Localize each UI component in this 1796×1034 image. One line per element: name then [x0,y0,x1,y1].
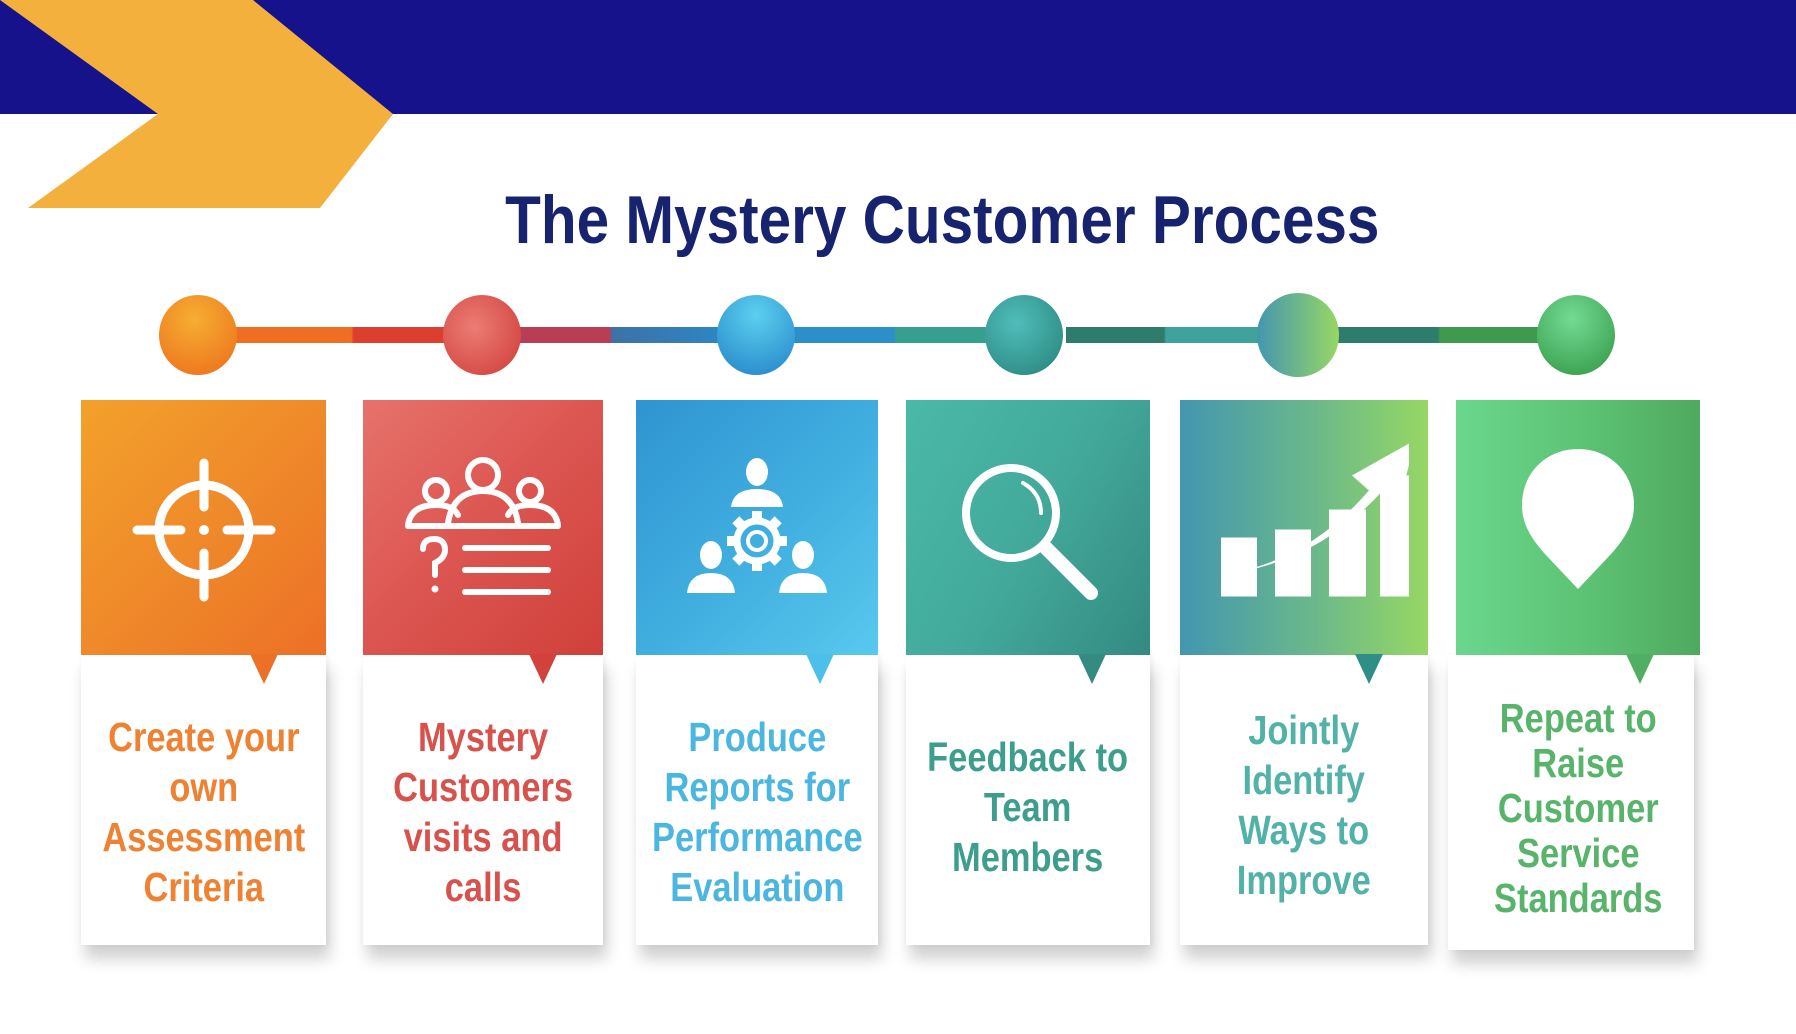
timeline-segment [1338,327,1538,343]
location-pin-icon [1522,449,1634,589]
timeline-dot-5 [1257,293,1339,377]
timeline-dot-1 [159,295,237,375]
magnifying-glass-icon [962,464,1098,600]
step-label: Repeat to Raise Customer Service Standar… [1493,695,1663,921]
step-card-5: Jointly Identify Ways to Improve [1180,400,1428,945]
timeline-segment [520,327,720,343]
step-card-panel [906,655,1150,945]
step-card-4: Feedback to Team Members [906,400,1150,945]
page-title-text: The Mystery Customer Process [504,182,1380,258]
page-title: The Mystery Customer Process [0,180,1796,260]
step-label: Produce Reports for Performance Evaluati… [651,714,863,910]
step-card-panel [1180,655,1428,945]
timeline-dot-6 [1537,295,1615,375]
timeline-segment [1066,327,1262,343]
team-gear-icon [687,458,827,593]
step-card-1: Create your own Assessment Criteria [81,400,326,945]
crosshair-target-icon [132,458,275,602]
step-card-panel [636,655,878,945]
step-icon-box [636,400,878,655]
timeline-segment [236,327,446,343]
step-label: Mystery Customers visits and calls [393,714,573,910]
timeline-dot-3 [717,295,795,375]
step-card-panel [363,655,603,945]
step-label: Create your own Assessment Criteria [102,714,305,910]
growth-chart-icon [1216,443,1409,597]
step-label: Jointly Identify Ways to Improve [1237,707,1371,903]
step-card-2: Mystery Customers visits and calls [363,400,603,945]
timeline-dot-2 [443,295,521,375]
group-questionnaire-icon [405,457,561,595]
step-card-panel [1448,655,1694,950]
step-card-panel [81,655,326,945]
timeline-segment [794,327,994,343]
step-card-3: Produce Reports for Performance Evaluati… [636,400,878,945]
process-timeline [159,293,1615,377]
step-card-6: Repeat to Raise Customer Service Standar… [1448,400,1700,950]
step-icon-box [906,400,1150,655]
step-label: Feedback to Team Members [927,734,1129,880]
timeline-dot-4 [985,295,1063,375]
chevron-arrow-icon [0,0,393,208]
